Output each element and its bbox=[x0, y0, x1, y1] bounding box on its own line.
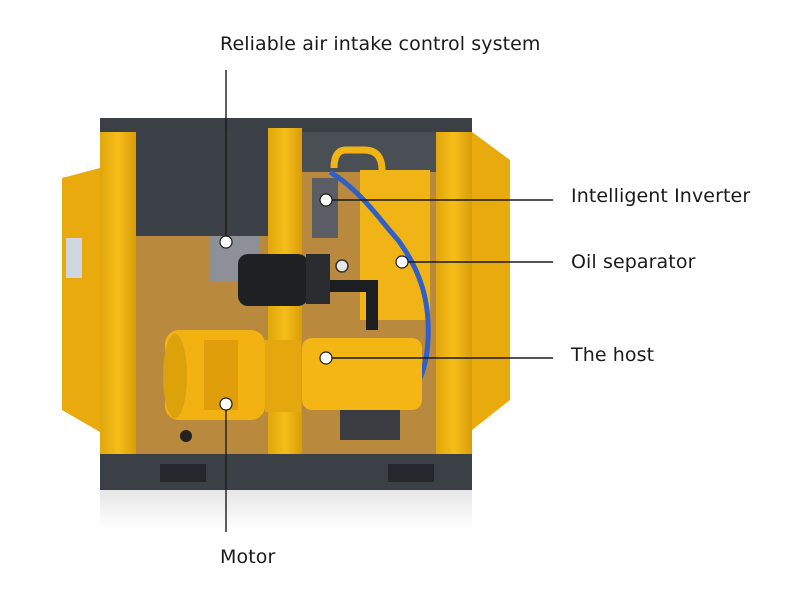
dot-motor bbox=[219, 397, 233, 411]
fork-slot-left bbox=[160, 464, 206, 482]
motor-foot bbox=[180, 430, 192, 442]
host-mount bbox=[340, 410, 400, 440]
label-motor: Motor bbox=[220, 546, 276, 568]
label-plate bbox=[66, 238, 82, 278]
intake-filter bbox=[238, 254, 308, 306]
host-airend bbox=[302, 338, 422, 410]
discharge-pipe bbox=[330, 280, 378, 330]
leader-lines bbox=[225, 70, 553, 532]
dot-inverter bbox=[319, 193, 333, 207]
label-host: The host bbox=[571, 344, 655, 366]
callout-dots bbox=[219, 193, 409, 411]
dot-oil-separator bbox=[395, 255, 409, 269]
frame-top bbox=[100, 118, 472, 132]
label-oil-separator: Oil separator bbox=[571, 251, 696, 273]
label-inverter: Intelligent Inverter bbox=[571, 185, 751, 207]
dot-intake bbox=[219, 235, 233, 249]
label-air-intake: Reliable air intake control system bbox=[220, 33, 541, 55]
pressure-gauge bbox=[335, 259, 349, 273]
motor-fins bbox=[204, 340, 238, 410]
right-door bbox=[472, 132, 510, 430]
left-door bbox=[62, 168, 100, 432]
fork-slot-right bbox=[388, 464, 434, 482]
intake-pipe bbox=[306, 254, 330, 304]
intake-housing bbox=[136, 132, 268, 236]
floor-reflection bbox=[100, 490, 472, 530]
right-pillar bbox=[436, 132, 472, 454]
motor-endcap bbox=[163, 334, 187, 418]
motor-coupling bbox=[265, 340, 301, 412]
dot-host bbox=[319, 351, 333, 365]
inverter-unit bbox=[312, 178, 338, 238]
left-pillar bbox=[100, 132, 136, 454]
yellow-line bbox=[330, 146, 386, 171]
